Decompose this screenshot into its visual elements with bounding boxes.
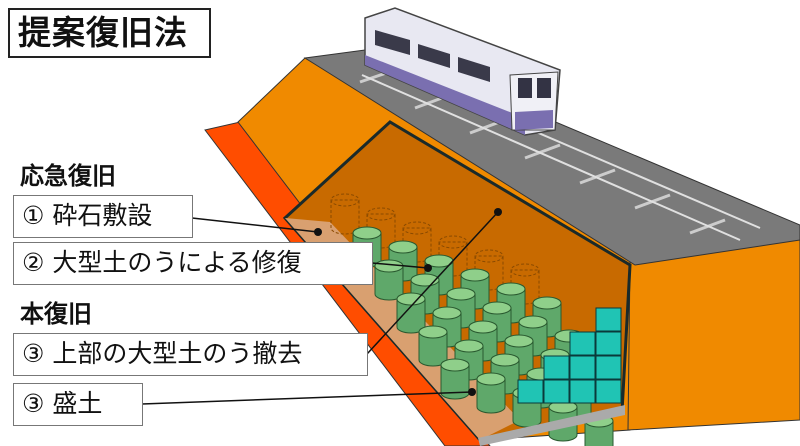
label-embankment-fill: ③ 盛土 — [13, 383, 143, 426]
train-car — [364, 7, 561, 136]
sandbag-top — [468, 320, 498, 334]
sandbag-top — [454, 339, 484, 353]
step-number: ③ — [22, 389, 45, 418]
sandbag — [510, 269, 540, 305]
sandbag-top — [504, 334, 534, 348]
sandbag-top — [418, 325, 448, 339]
label-gravel-laying: ① 砕石敷設 — [13, 195, 193, 238]
step-number: ③ — [22, 339, 45, 368]
sandbag — [476, 378, 506, 414]
sandbag-top — [396, 292, 426, 306]
leader-lines — [141, 211, 499, 405]
step-text: 上部の大型土のう撤去 — [52, 339, 303, 368]
page-title: 提案復旧法 — [8, 8, 211, 58]
label-sandbag-removal: ③ 上部の大型土のう撤去 — [13, 333, 368, 376]
step-text: 盛土 — [52, 389, 103, 418]
concrete-block — [595, 379, 622, 404]
step-number: ② — [22, 248, 45, 277]
concrete-block — [543, 355, 570, 380]
concrete-block — [569, 355, 596, 380]
sandbag-top — [352, 226, 382, 240]
step-number: ① — [22, 201, 45, 230]
label-sandbag-repair: ② 大型土のうによる修復 — [13, 242, 373, 285]
concrete-blocks — [517, 307, 622, 404]
sandbag-top — [432, 306, 462, 320]
sandbag-top — [388, 240, 418, 254]
sandbag-top — [474, 249, 504, 263]
sandbag — [330, 199, 360, 235]
sandbag — [402, 227, 432, 263]
sandbag-top — [366, 207, 396, 221]
sandbag — [366, 213, 396, 249]
sandbag — [474, 255, 504, 291]
concrete-block — [569, 331, 596, 356]
heading-emergency-restoration: 応急復旧 — [20, 162, 116, 190]
concrete-block — [595, 307, 622, 332]
sandbag-top — [446, 287, 476, 301]
sandbag-top — [490, 353, 520, 367]
sandbag-top — [440, 358, 470, 372]
sandbag-top — [496, 282, 526, 296]
sandbag-top — [532, 296, 562, 310]
heading-permanent-restoration: 本復旧 — [20, 300, 92, 328]
sandbag-top — [460, 268, 490, 282]
leader-dots — [314, 208, 502, 396]
sandbag-top — [518, 315, 548, 329]
base-slab — [478, 405, 625, 446]
embankment-face — [627, 237, 800, 431]
concrete-block — [569, 379, 596, 404]
step-text: 大型土のうによる修復 — [52, 248, 302, 277]
concrete-block — [517, 379, 544, 404]
concrete-block — [595, 331, 622, 356]
sandbag-top — [510, 263, 540, 277]
step-text: 砕石敷設 — [52, 201, 153, 230]
sandbag-top — [330, 193, 360, 207]
sandbag — [584, 420, 614, 446]
concrete-block — [595, 355, 622, 380]
sandbag — [438, 241, 468, 277]
concrete-block — [543, 379, 570, 404]
sandbag-top — [482, 301, 512, 315]
sandbag-top — [438, 235, 468, 249]
sandbag-top — [476, 372, 506, 386]
sandbag-top — [402, 221, 432, 235]
